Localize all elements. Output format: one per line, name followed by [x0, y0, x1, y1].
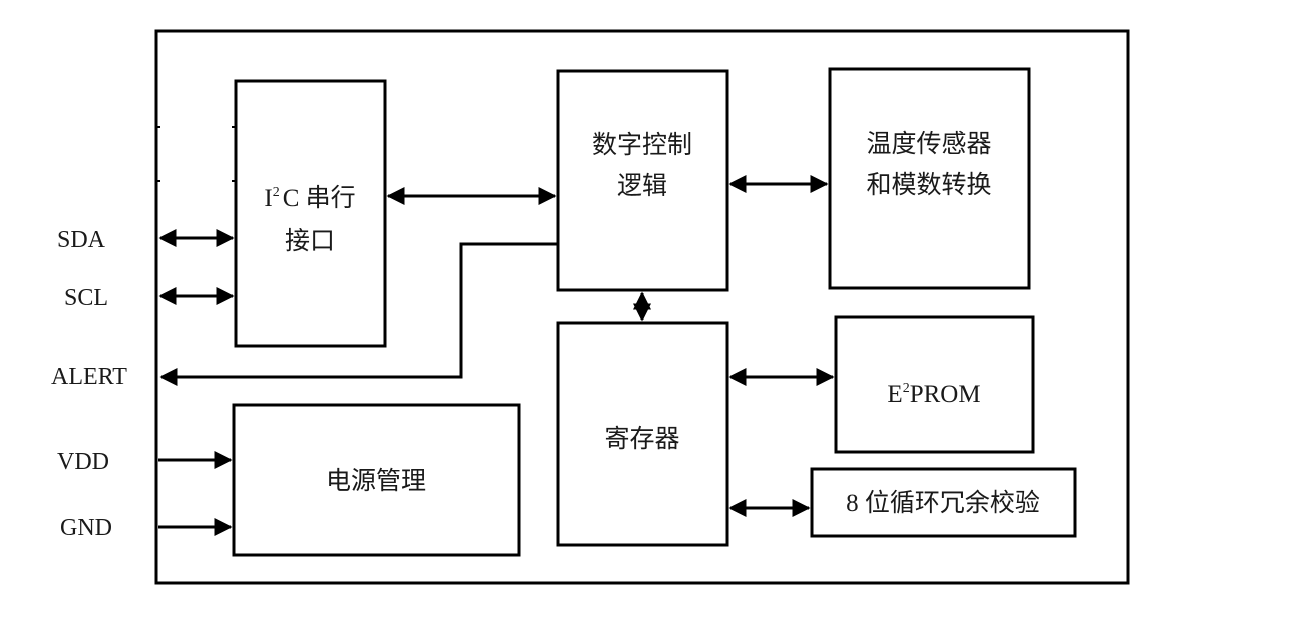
temp-sensor-label-line1: 温度传感器	[866, 130, 991, 158]
registers-block: 寄存器	[556, 321, 729, 547]
chip-frame	[154, 29, 1130, 585]
temp-sensor-label-line2: 和模数转换	[866, 171, 991, 199]
power-label: 电源管理	[326, 467, 426, 495]
digital-control-logic-block: 数字控制 逻辑	[556, 69, 729, 292]
crc-block: 8 位循环冗余校验	[810, 467, 1077, 538]
pin-label-vdd: VDD	[57, 449, 109, 475]
temperature-sensor-adc-block: 温度传感器 和模数转换	[828, 67, 1031, 290]
alert-output-arrow	[159, 242, 558, 386]
eeprom-label: E2PROM	[887, 381, 980, 408]
pin-label-gnd: GND	[60, 515, 112, 541]
i2c-label-line2: 接口	[285, 227, 335, 255]
pin-label-alert: ALERT	[51, 364, 127, 390]
digital-logic-label-line1: 数字控制	[592, 131, 692, 159]
crc-label: 8 位循环冗余校验	[846, 489, 1040, 517]
power-management-block: 电源管理	[232, 403, 521, 557]
eeprom-block: E2PROM	[834, 315, 1035, 454]
pin-label-sda: SDA	[57, 227, 106, 253]
digital-logic-label-line2: 逻辑	[617, 172, 667, 200]
registers-label: 寄存器	[604, 425, 679, 453]
pin-label-scl: SCL	[64, 285, 108, 311]
